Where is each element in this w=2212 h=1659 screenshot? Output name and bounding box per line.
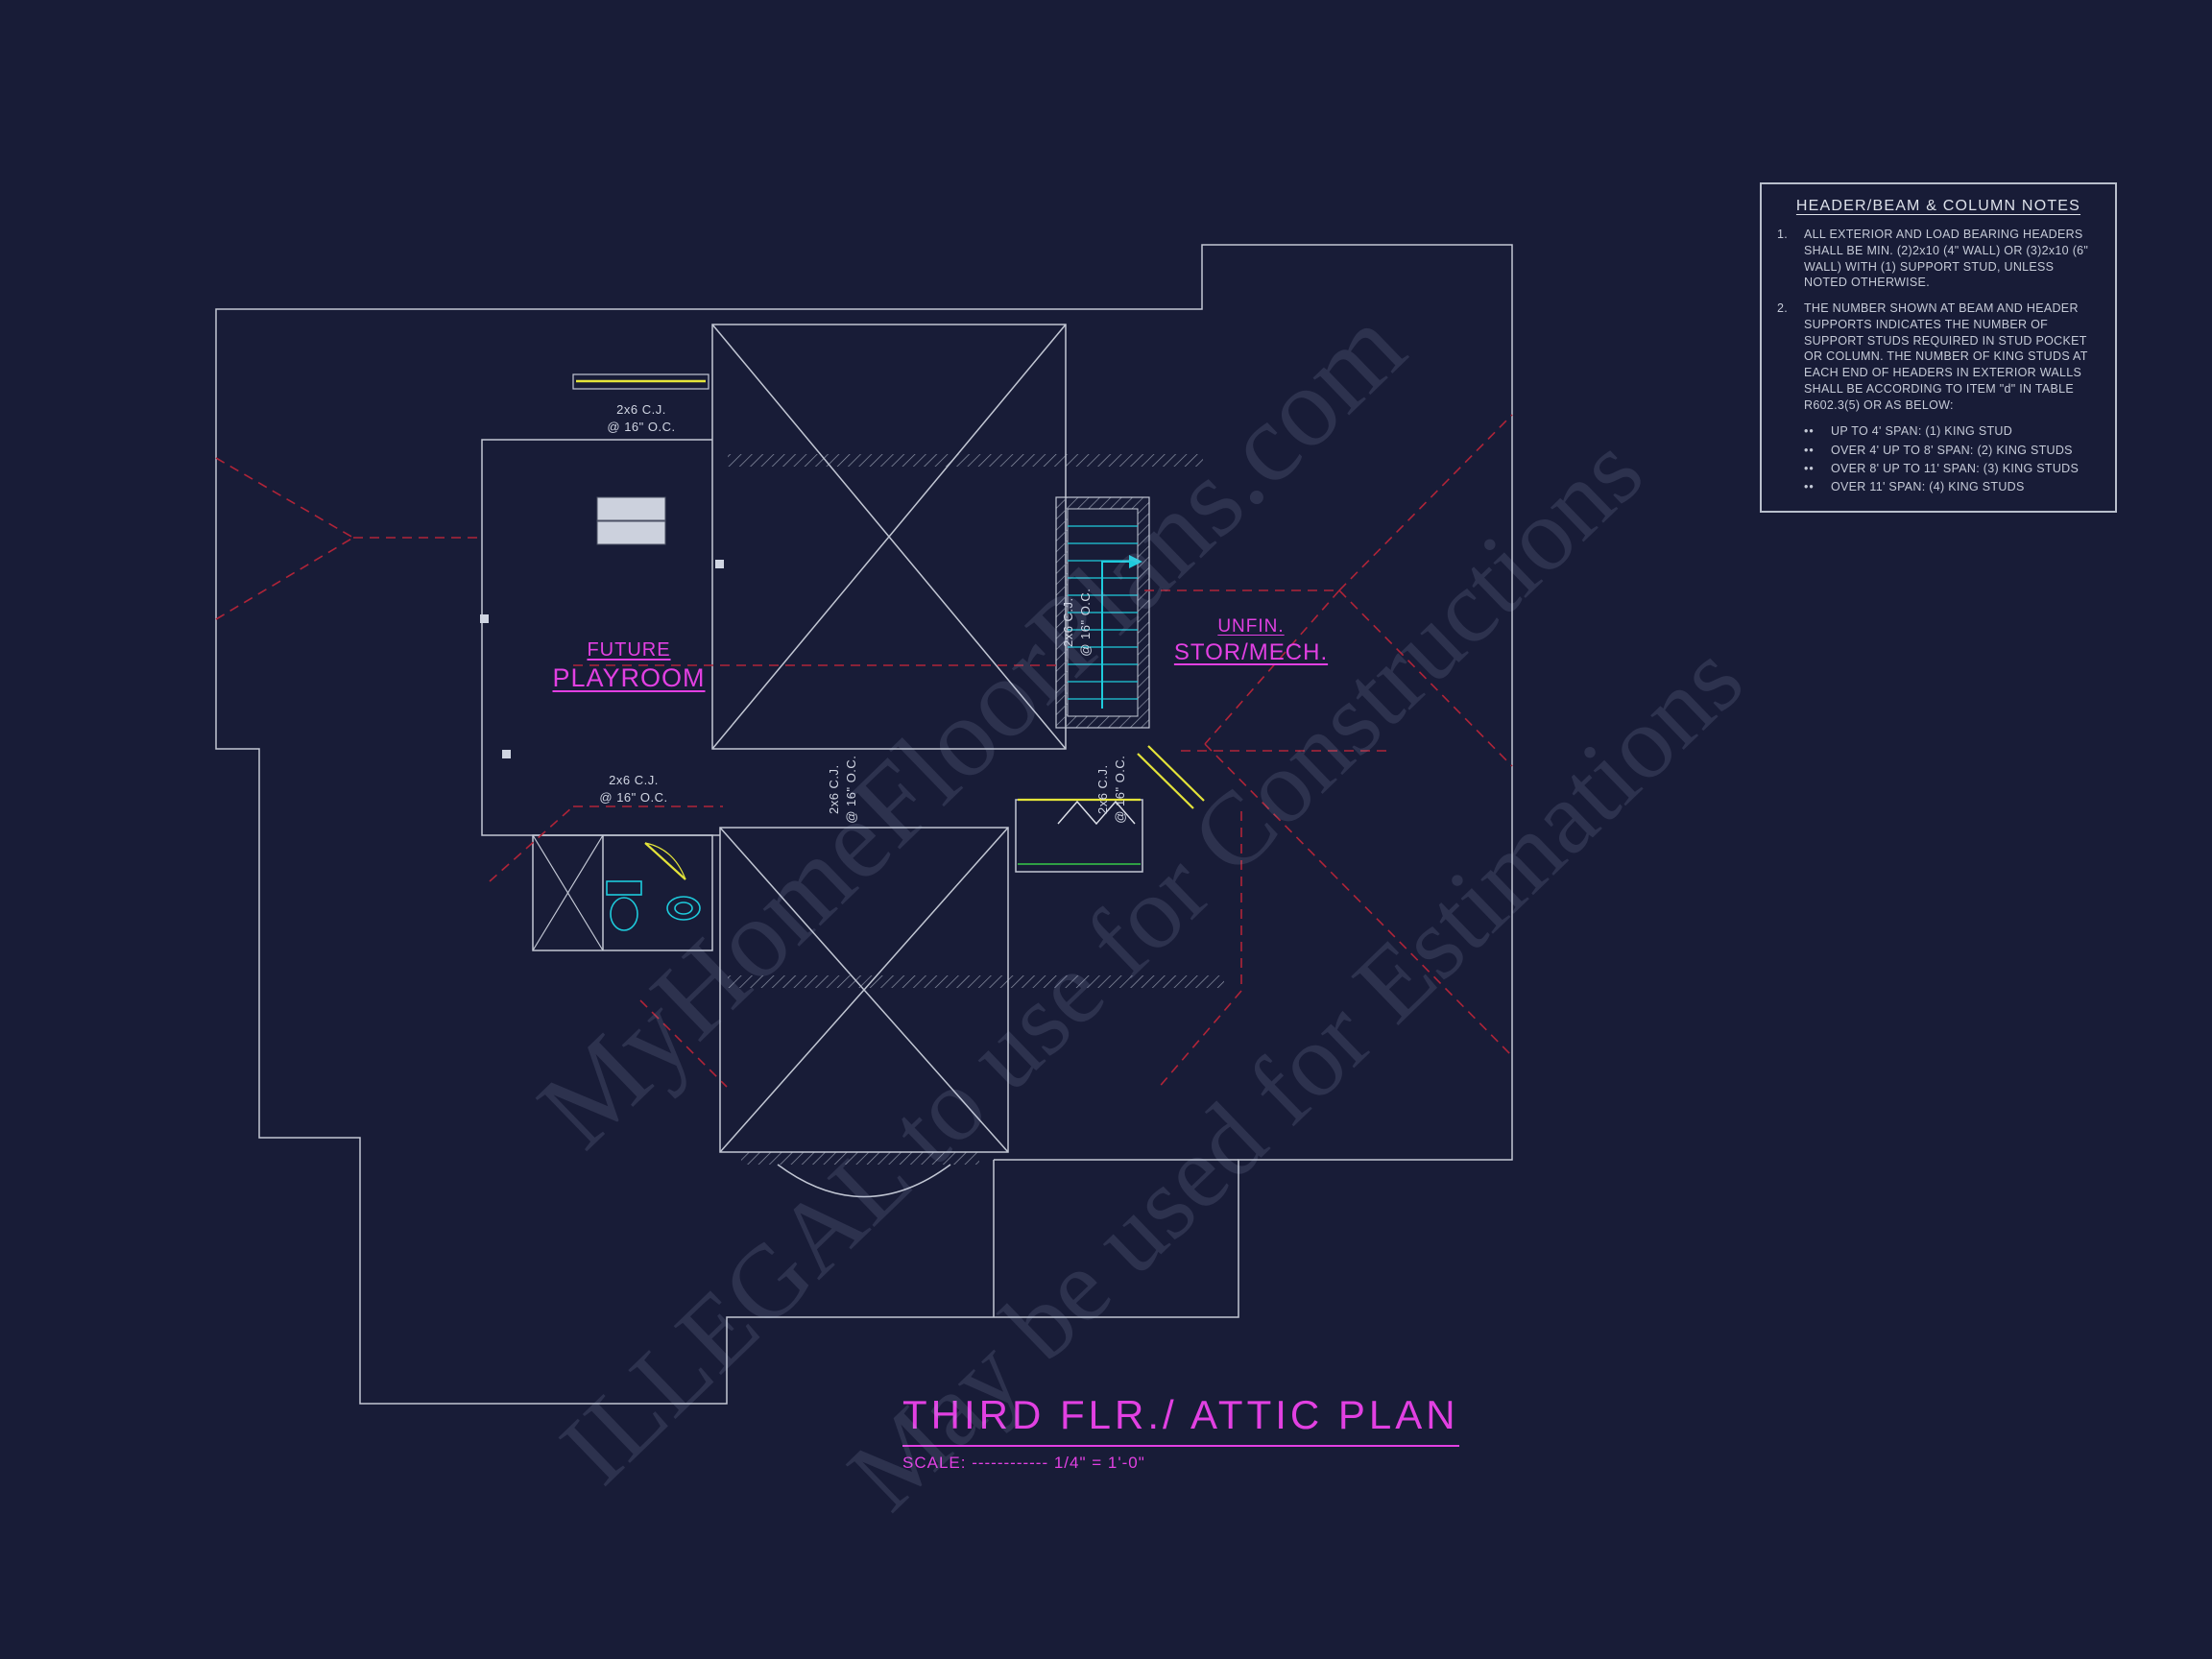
attic-access-panels [596, 496, 666, 545]
joist-label: 2x6 C.J. @ 16" O.C. [584, 401, 699, 436]
joist-label-line1: 2x6 C.J. [826, 764, 841, 815]
bullet-icon: •• [1804, 424, 1815, 439]
interior-walls [481, 439, 1143, 1198]
joist-label-line1: 2x6 C.J. [616, 402, 666, 417]
room-label-line1: FUTURE [587, 639, 671, 661]
joist-label-line1: 2x6 C.J. [609, 773, 659, 787]
note-number: 2. [1777, 301, 1789, 315]
room-label-future-playroom: FUTURE PLAYROOM [518, 639, 739, 693]
attic-chase-lower [719, 827, 1009, 1153]
room-label-line2: PLAYROOM [552, 663, 706, 692]
king-stud-rule: •• OVER 8' UP TO 11' SPAN: (3) KING STUD… [1777, 460, 2100, 478]
bullet-icon: •• [1804, 462, 1815, 475]
king-stud-rule: •• UP TO 4' SPAN: (1) KING STUD [1777, 422, 2100, 441]
king-stud-rule-text: OVER 11' SPAN: (4) KING STUDS [1831, 480, 2025, 494]
posts [480, 560, 724, 758]
joist-label-rotated: 2x6 C.J. @ 16" O.C. [826, 732, 860, 847]
notes-panel: HEADER/BEAM & COLUMN NOTES 1. ALL EXTERI… [1760, 182, 2117, 513]
stairwell [1055, 496, 1150, 729]
king-stud-rule-text: OVER 8' UP TO 11' SPAN: (3) KING STUDS [1831, 462, 2080, 475]
shower [532, 834, 604, 951]
door-headers [644, 745, 1205, 880]
attic-chase-upper [711, 324, 1067, 750]
note-number: 1. [1777, 228, 1789, 241]
hatch-bands [728, 454, 1224, 1165]
joist-label-line1: 2x6 C.J. [1060, 597, 1075, 648]
notes-panel-title: HEADER/BEAM & COLUMN NOTES [1795, 198, 2081, 214]
joist-label-line2: @ 16" O.C. [607, 420, 676, 435]
room-label-line2: STOR/MECH. [1173, 639, 1329, 665]
note-text: THE NUMBER SHOWN AT BEAM AND HEADER SUPP… [1804, 301, 2088, 412]
joist-label-line2: @ 16" O.C. [844, 755, 858, 824]
bifold-doors [1057, 800, 1136, 826]
roof-ridge-lines [215, 414, 1513, 1091]
plan-title: THIRD FLR./ ATTIC PLAN [902, 1392, 1459, 1447]
king-stud-rule: •• OVER 4' UP TO 8' SPAN: (2) KING STUDS [1777, 442, 2100, 460]
joist-label-rotated: 2x6 C.J. @ 16" O.C. [1060, 565, 1094, 680]
joist-label: 2x6 C.J. @ 16" O.C. [576, 772, 691, 806]
note-item: 1. ALL EXTERIOR AND LOAD BEARING HEADERS… [1777, 227, 2100, 291]
sink-fixture [666, 896, 701, 921]
king-stud-rule-text: OVER 4' UP TO 8' SPAN: (2) KING STUDS [1831, 443, 2073, 457]
king-stud-rule-text: UP TO 4' SPAN: (1) KING STUD [1831, 424, 2013, 439]
joist-label-line2: @ 16" O.C. [599, 790, 668, 805]
roof-outline [215, 244, 1513, 1405]
joist-label-line2: @ 16" O.C. [1113, 755, 1127, 824]
window-header [572, 373, 709, 390]
joist-label-line2: @ 16" O.C. [1078, 588, 1093, 657]
joist-label-rotated: 2x6 C.J. @ 16" O.C. [1094, 732, 1129, 847]
room-label-unfin-stor-mech: UNFIN. STOR/MECH. [1131, 616, 1371, 666]
joist-label-line1: 2x6 C.J. [1094, 764, 1110, 815]
title-block: THIRD FLR./ ATTIC PLAN SCALE: ----------… [902, 1392, 1459, 1473]
bullet-icon: •• [1804, 443, 1815, 457]
bullet-icon: •• [1804, 480, 1815, 494]
note-item: 2. THE NUMBER SHOWN AT BEAM AND HEADER S… [1777, 301, 2100, 413]
note-text: ALL EXTERIOR AND LOAD BEARING HEADERS SH… [1804, 228, 2089, 290]
king-stud-rule: •• OVER 11' SPAN: (4) KING STUDS [1777, 478, 2100, 496]
plan-scale: SCALE: ------------ 1/4" = 1'-0" [902, 1454, 1145, 1472]
toilet-fixture [606, 880, 642, 931]
room-label-line1: UNFIN. [1217, 616, 1285, 637]
stair-direction-arrow [1101, 555, 1142, 709]
